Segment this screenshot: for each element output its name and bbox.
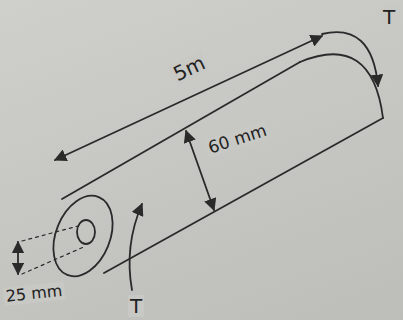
length-dimension (55, 36, 322, 160)
torque-label: T (128, 295, 144, 317)
extension-line (22, 246, 86, 274)
shaft-bore (77, 220, 95, 244)
torque-arrow (322, 32, 378, 86)
diameter-label: 60 mm (204, 120, 271, 158)
bore-label: 25 mm (3, 282, 65, 306)
length-label: 5m (168, 51, 210, 86)
extension-line (22, 226, 78, 241)
shaft-far-end (300, 54, 383, 118)
torque-arrow (130, 204, 142, 290)
shaft-near-end (42, 187, 124, 285)
shaft-bottom-edge (104, 118, 383, 273)
torque-label: T (381, 6, 397, 28)
bore-dimension (17, 242, 19, 274)
